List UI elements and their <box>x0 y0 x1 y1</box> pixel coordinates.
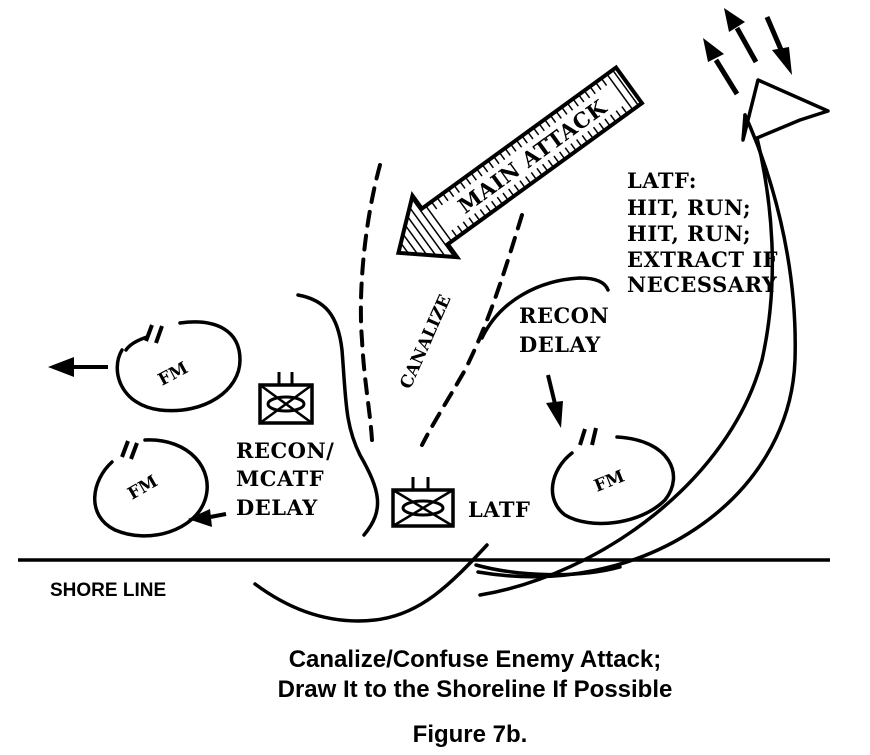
fm-southwest-pursuit-arrow <box>188 509 227 527</box>
fm-unit-southwest: FM <box>93 438 209 538</box>
figure-number: Figure 7b. <box>413 721 528 748</box>
shore-line-label: SHORE LINE <box>50 580 166 601</box>
fm-unit-northwest: FM <box>115 320 242 413</box>
svg-text:MCATF: MCATF <box>236 466 324 491</box>
terrain-boundary-left <box>296 293 380 537</box>
recon-mcatf-unit-symbol <box>258 372 314 425</box>
canalize-label: CANALIZE <box>396 292 455 392</box>
svg-text:RECON: RECON <box>519 303 609 328</box>
escape-arrows <box>703 8 792 96</box>
escape-arrow-up-mid <box>724 8 759 64</box>
latf-orders: LATF: HIT, RUN; HIT, RUN; EXTRACT IF NEC… <box>627 168 778 297</box>
svg-text:LATF:: LATF: <box>627 168 697 193</box>
svg-text:NECESSARY: NECESSARY <box>627 272 778 297</box>
main-attack-label: MAIN ATTACK <box>453 94 611 218</box>
extraction-sweep-bottom <box>253 543 489 623</box>
svg-text:EXTRACT IF: EXTRACT IF <box>627 247 778 272</box>
caption-line-1: Canalize/Confuse Enemy Attack; <box>289 646 662 673</box>
latf-unit-symbol <box>391 477 455 528</box>
svg-text:FM: FM <box>591 466 627 496</box>
canalize-boundary-left <box>358 163 382 442</box>
svg-text:RECON/: RECON/ <box>236 438 334 463</box>
latf-unit-label: LATF <box>468 497 530 522</box>
recon-delay-arrow <box>546 374 563 428</box>
escape-arrow-up-left <box>703 38 740 96</box>
fm-unit-southeast: FM <box>550 427 676 526</box>
extraction-sweep-lower <box>474 563 622 577</box>
canalize-boundary-right <box>420 213 524 447</box>
recon-delay-label: RECON DELAY <box>519 303 609 357</box>
svg-text:DELAY: DELAY <box>236 495 318 520</box>
latf-extraction-arrow <box>476 78 830 597</box>
svg-text:HIT, RUN;: HIT, RUN; <box>627 195 751 220</box>
svg-text:FM: FM <box>155 358 192 390</box>
recon-mcatf-delay-label: RECON/ MCATF DELAY <box>236 438 334 520</box>
fm-northwest-withdraw-arrow <box>48 357 108 377</box>
caption-line-2: Draw It to the Shoreline If Possible <box>278 676 673 703</box>
main-attack-arrow: MAIN ATTACK <box>395 64 645 260</box>
recon-delay-arc <box>480 276 610 340</box>
escape-arrow-down <box>764 16 792 75</box>
svg-text:DELAY: DELAY <box>519 332 601 357</box>
svg-text:HIT, RUN;: HIT, RUN; <box>627 221 751 246</box>
svg-text:FM: FM <box>125 471 162 504</box>
